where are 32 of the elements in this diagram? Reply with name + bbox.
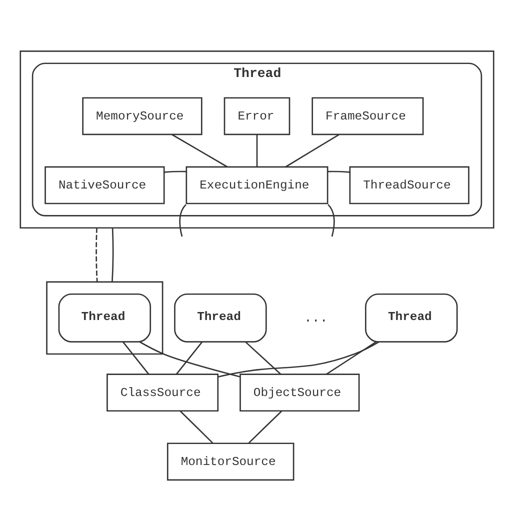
node-box: NativeSource [44,166,165,204]
node-box: Thread [58,293,152,342]
node-box: Thread [174,293,267,342]
connector [179,204,186,237]
node-box: ThreadSource [349,166,470,204]
connector [218,341,380,378]
node-box: ObjectSource [240,374,360,412]
connector [164,170,186,173]
node-box: ExecutionEngine [186,166,328,204]
connector [122,342,150,375]
connector [328,204,335,237]
node-box: Thread [365,293,458,342]
node-box: MonitorSource [166,442,294,481]
connector [256,134,258,166]
connector [328,170,350,173]
cluster [46,281,164,355]
cluster [20,50,494,229]
connector [112,228,114,282]
node-box: ClassSource [106,374,219,412]
connector [96,228,98,282]
connector [326,341,376,375]
node-box: FrameSource [312,97,424,136]
connector [285,134,340,168]
label: ... [304,310,328,326]
connector [245,341,282,375]
node-box: Error [224,97,290,136]
connector [139,341,240,378]
connector [180,410,214,444]
node-box: MemorySource [82,97,202,136]
connector [172,134,228,168]
connector [176,342,203,375]
connector [248,410,282,444]
